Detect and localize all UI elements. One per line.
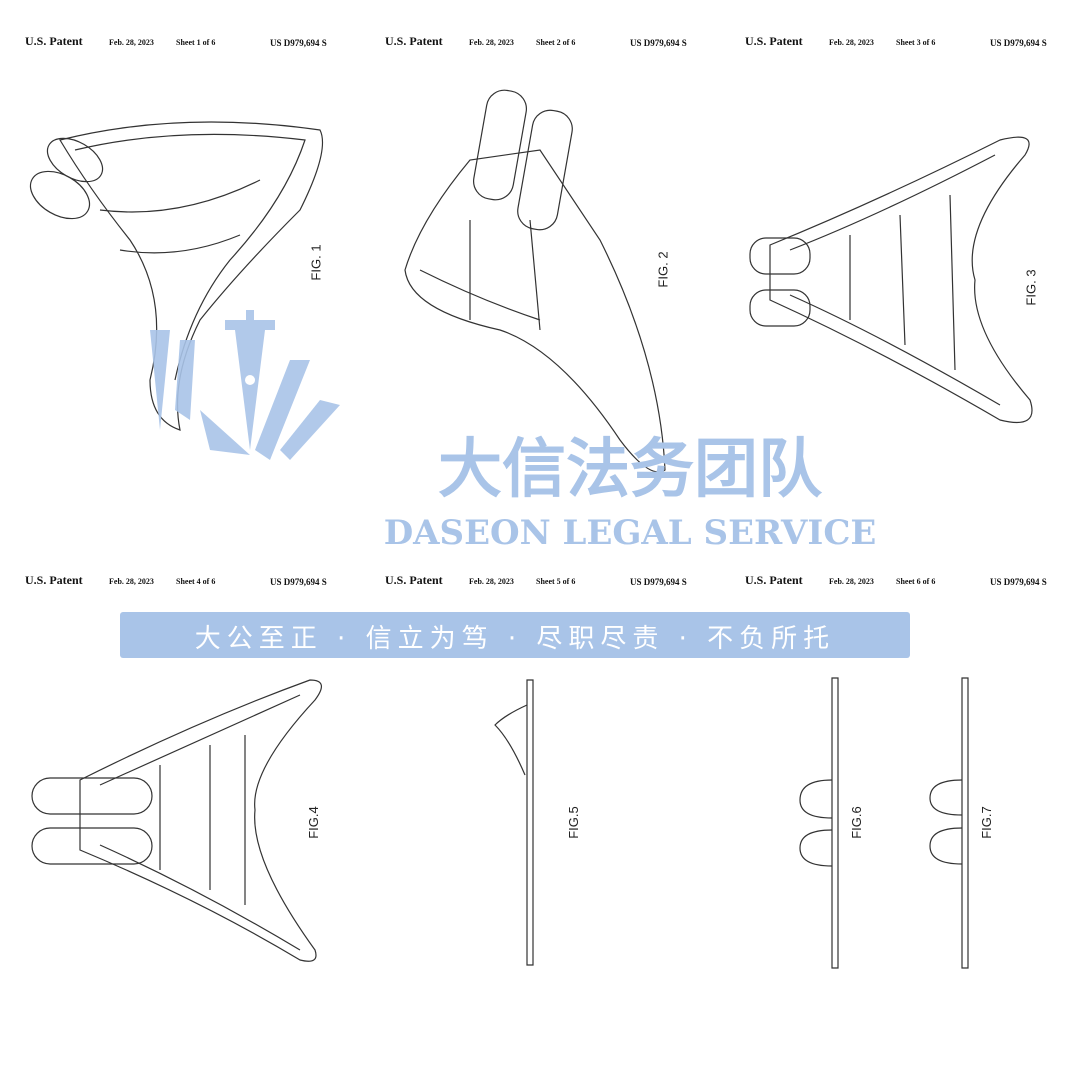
fig-5-drawing <box>494 679 534 966</box>
fig-3-label: FIG. 3 <box>1023 269 1039 306</box>
sheet-number: Sheet 4 of 6 <box>176 577 216 586</box>
patent-number: US D979,694 S <box>630 38 687 48</box>
fig-7-label: FIG.7 <box>978 806 994 839</box>
patent-label: U.S. Patent <box>385 34 443 48</box>
sheet-number: Sheet 6 of 6 <box>896 577 936 586</box>
watermark-slogan: 大公至正 · 信立为笃 · 尽职尽责 · 不负所托 <box>194 624 836 654</box>
fig-3-drawing <box>749 136 1033 424</box>
watermark-band <box>120 612 910 658</box>
watermark-company-cn: 大信法务团队 <box>438 433 822 507</box>
fig-4-label: FIG.4 <box>305 806 321 839</box>
patent-label: U.S. Patent <box>25 34 83 48</box>
patent-label: U.S. Patent <box>385 573 443 587</box>
patent-date: Feb. 28, 2023 <box>109 38 154 47</box>
patent-number: US D979,694 S <box>630 577 687 587</box>
patent-number: US D979,694 S <box>270 38 327 48</box>
patent-number: US D979,694 S <box>270 577 327 587</box>
patent-label: U.S. Patent <box>25 573 83 587</box>
patent-date: Feb. 28, 2023 <box>469 577 514 586</box>
patent-label: U.S. Patent <box>745 573 803 587</box>
fig-6-drawing <box>799 677 839 969</box>
sheet-number: Sheet 2 of 6 <box>536 38 576 47</box>
patent-date: Feb. 28, 2023 <box>829 38 874 47</box>
patent-number: US D979,694 S <box>990 38 1047 48</box>
fig-2-drawing <box>404 89 666 473</box>
patent-date: Feb. 28, 2023 <box>469 38 514 47</box>
patent-date: Feb. 28, 2023 <box>109 577 154 586</box>
sheet-number: Sheet 3 of 6 <box>896 38 936 47</box>
sheet-number: Sheet 5 of 6 <box>536 577 576 586</box>
fig-7-drawing <box>929 677 969 969</box>
patent-number: US D979,694 S <box>990 577 1047 587</box>
watermark-company-en: DASEON LEGAL SERVICE <box>383 513 877 553</box>
patent-label: U.S. Patent <box>745 34 803 48</box>
sheet-number: Sheet 1 of 6 <box>176 38 216 47</box>
fig-2-label: FIG. 2 <box>655 251 671 288</box>
patent-date: Feb. 28, 2023 <box>829 577 874 586</box>
fig-5-label: FIG.5 <box>565 806 581 839</box>
fig-4-drawing <box>31 679 322 962</box>
fig-6-label: FIG.6 <box>848 806 864 839</box>
watermark-logo-icon <box>150 310 340 460</box>
fig-1-label: FIG. 1 <box>308 244 324 281</box>
